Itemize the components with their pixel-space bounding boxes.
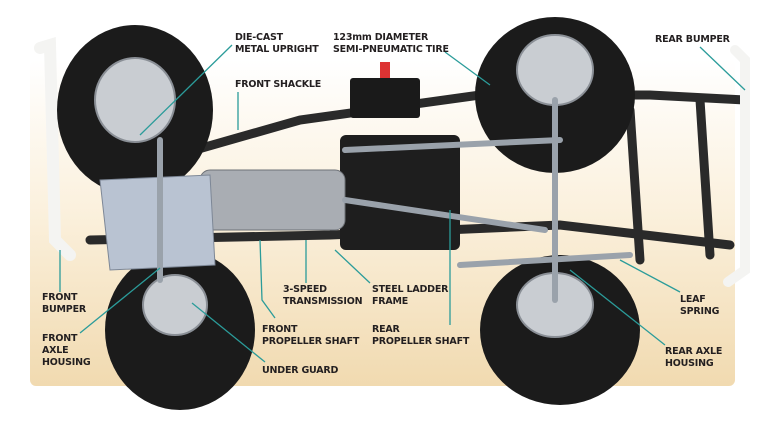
label-line: AXLE (42, 345, 69, 356)
leader-lines (59, 44, 746, 363)
label-line: METAL UPRIGHT (235, 44, 319, 55)
front-bumper (34, 36, 76, 261)
label-line: HOUSING (665, 358, 714, 369)
battery-box (340, 135, 460, 250)
label-line: LEAF (680, 294, 706, 305)
label-line: FRONT (262, 324, 298, 335)
label-front-shackle: FRONT SHACKLE (235, 79, 322, 90)
label-line: 3-SPEED (283, 284, 327, 295)
label-line: PROPELLER SHAFT (262, 336, 360, 347)
label-line: FRONT (42, 333, 78, 344)
label-line: SPRING (680, 306, 720, 317)
label-line: SEMI-PNEUMATIC TIRE (333, 44, 449, 55)
label-line: REAR (372, 324, 400, 335)
label-line: DIE-CAST (235, 32, 283, 43)
label-line: HOUSING (42, 357, 91, 368)
rear-bumper (723, 45, 750, 287)
label-line: STEEL LADDER (372, 284, 449, 295)
label-line: TRANSMISSION (283, 296, 363, 307)
label-rear-bumper: REAR BUMPER (655, 34, 730, 45)
label-line: FRAME (372, 296, 409, 307)
label-line: 123mm DIAMETER (333, 32, 429, 43)
label-under-guard: UNDER GUARD (262, 365, 339, 376)
label-line: PROPELLER SHAFT (372, 336, 470, 347)
transmission (199, 169, 346, 231)
receiver-box (350, 78, 420, 118)
label-line: BUMPER (42, 304, 86, 315)
label-line: FRONT (42, 292, 78, 303)
label-line: REAR AXLE (665, 346, 723, 357)
